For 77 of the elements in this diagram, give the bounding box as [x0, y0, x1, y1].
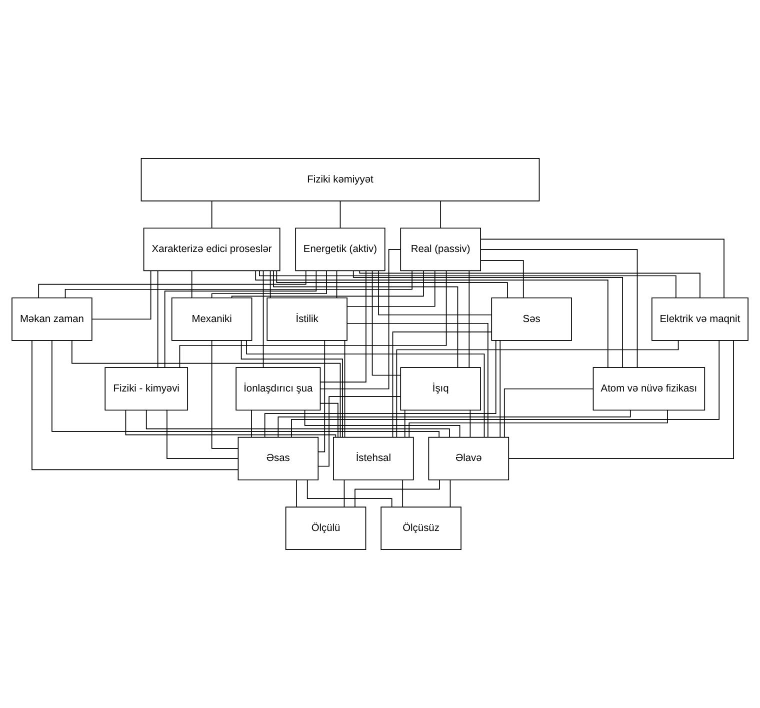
connector	[344, 340, 346, 438]
connector	[291, 340, 720, 438]
node-box: İonlaşdırıcı şua	[236, 367, 321, 411]
connector	[251, 410, 252, 438]
connector	[336, 270, 338, 298]
connector	[157, 270, 158, 368]
connector	[211, 270, 327, 298]
connector	[166, 410, 238, 460]
connector	[296, 479, 298, 508]
connector	[320, 402, 338, 438]
node-box: Ölçüsüz	[380, 506, 462, 550]
connector	[179, 270, 447, 368]
node-box: İstilik	[266, 297, 348, 341]
node-box: Əsas	[238, 436, 319, 480]
connector	[304, 410, 460, 438]
node-box: Xarakterizə edici proseslər	[143, 228, 280, 272]
connector	[346, 322, 488, 438]
connector	[92, 270, 152, 320]
connector	[318, 396, 401, 467]
connector	[354, 479, 440, 508]
node-box: Fiziki - kimyəvi	[104, 367, 188, 411]
connector	[378, 270, 492, 316]
connector	[450, 479, 451, 508]
node-box: Energetik (aktiv)	[295, 228, 386, 272]
connector	[32, 340, 238, 470]
connector	[344, 479, 345, 508]
node-box: İstehsal	[333, 436, 414, 480]
connector	[480, 260, 524, 298]
connector	[396, 340, 679, 438]
connector	[306, 480, 392, 508]
connector	[164, 270, 317, 368]
connector	[64, 270, 412, 298]
connector	[372, 270, 401, 376]
node-box: Fiziki kəmiyyət	[140, 158, 540, 202]
connector	[346, 270, 436, 307]
connector	[359, 270, 700, 298]
node-box: İşıq	[400, 367, 481, 411]
connector	[231, 270, 424, 298]
connector	[470, 410, 471, 438]
connector	[270, 270, 271, 298]
connector	[211, 200, 212, 228]
node-box: Əlavə	[428, 436, 510, 480]
node-box: Mexaniki	[171, 297, 252, 341]
connector	[402, 479, 404, 508]
connector	[480, 238, 724, 298]
node-box: Səs	[491, 297, 572, 341]
connector	[340, 200, 341, 228]
connector	[278, 410, 631, 438]
connector	[146, 410, 450, 438]
connector	[440, 200, 442, 228]
connector	[408, 410, 668, 438]
connector	[500, 340, 501, 438]
connector	[191, 270, 192, 298]
connector	[273, 270, 458, 368]
connector	[72, 340, 341, 438]
connector	[352, 270, 623, 368]
connector	[468, 270, 470, 368]
connector	[52, 340, 440, 438]
connector	[404, 410, 406, 438]
node-box: Elektrik və maqnit	[652, 297, 748, 341]
node-box: Məkan zaman	[12, 297, 92, 341]
node-box: Real (passiv)	[400, 228, 481, 272]
connector	[211, 340, 238, 449]
connector	[392, 331, 492, 438]
connector	[262, 270, 264, 368]
connector	[125, 410, 336, 438]
connector	[276, 270, 508, 298]
connector	[508, 340, 734, 460]
connector	[320, 270, 366, 382]
connector	[504, 388, 594, 438]
node-box: Atom və nüvə fizikası	[592, 367, 706, 411]
connector	[240, 340, 343, 438]
connector	[259, 270, 676, 298]
connector	[480, 248, 638, 368]
connector	[318, 340, 326, 452]
node-box: Ölçülü	[285, 506, 366, 550]
connector	[255, 270, 608, 368]
